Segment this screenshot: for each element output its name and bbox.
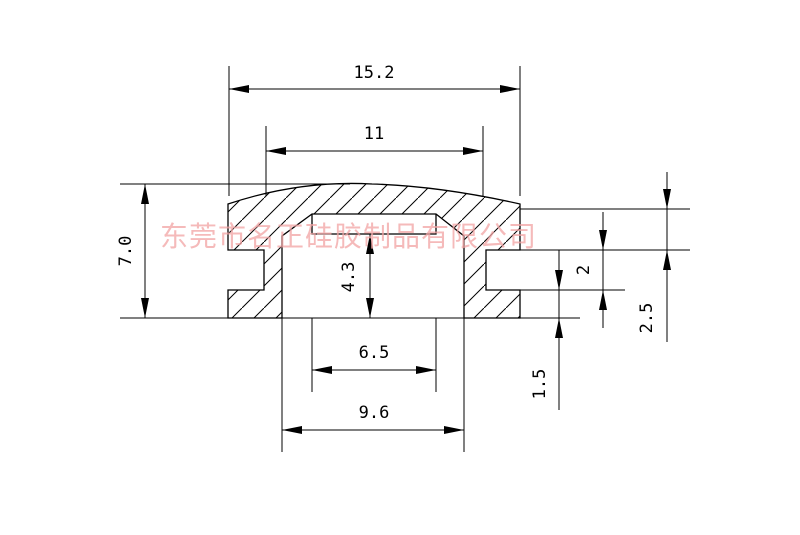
label-top-width: 11 bbox=[364, 124, 384, 144]
dim-slot-width: 6.5 bbox=[311, 318, 437, 392]
dim-overall-width: 15.2 bbox=[228, 63, 521, 196]
label-overall-width: 15.2 bbox=[354, 63, 395, 83]
label-right-height: 2.5 bbox=[637, 303, 657, 334]
dim-total-height: 7.0 bbox=[116, 184, 149, 318]
watermark-company-name: 东莞市名正硅胶制品有限公司 bbox=[160, 220, 537, 253]
dim-inner-depth: 4.3 bbox=[339, 234, 374, 318]
dim-right-height: 2.5 bbox=[637, 172, 671, 342]
label-slot-width: 6.5 bbox=[359, 343, 390, 363]
label-base-opening: 9.6 bbox=[359, 403, 390, 423]
dim-base-opening: 9.6 bbox=[281, 318, 465, 452]
dim-right-base: 1.5 bbox=[530, 250, 563, 410]
label-total-height: 7.0 bbox=[116, 236, 136, 267]
label-inner-depth: 4.3 bbox=[339, 262, 359, 293]
dim-top-width: 11 bbox=[265, 124, 484, 196]
label-right-base: 1.5 bbox=[530, 369, 550, 400]
label-right-gap: 2 bbox=[574, 265, 594, 275]
dim-right-gap: 2 bbox=[574, 212, 607, 328]
